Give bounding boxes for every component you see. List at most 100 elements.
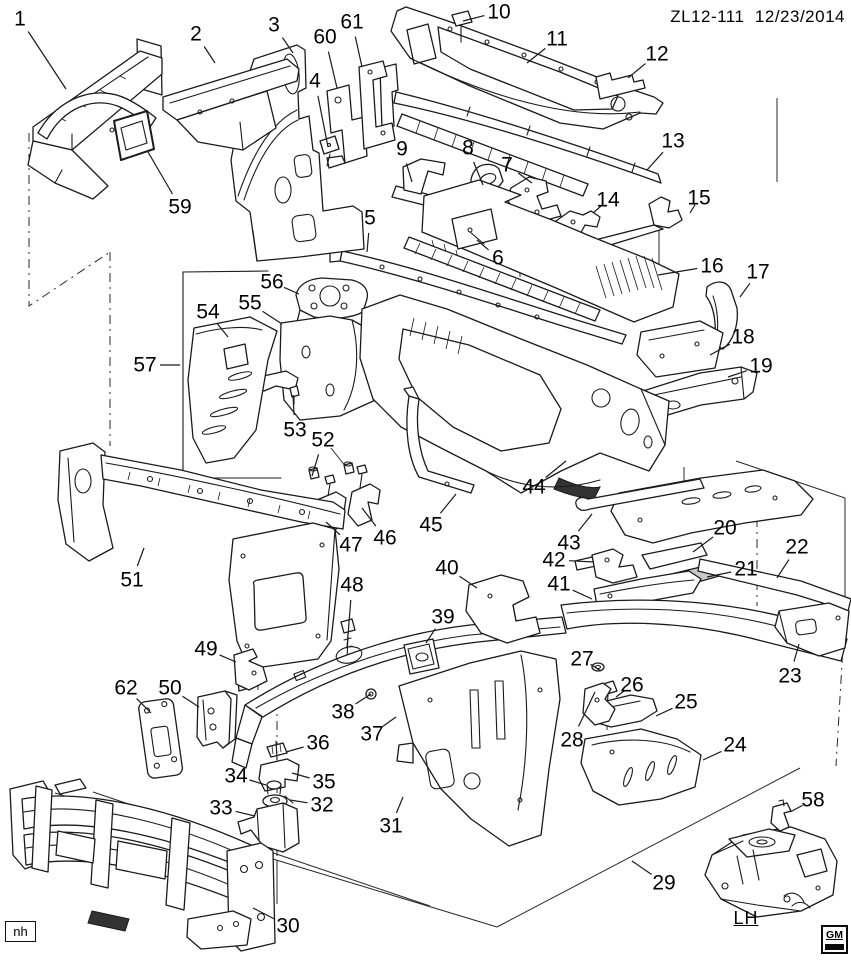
page-header: ZL12-111 12/23/2014 <box>0 7 845 27</box>
revision-tag: nh <box>13 924 28 939</box>
callout-47: 47 <box>325 521 363 557</box>
svg-text:22: 22 <box>785 536 808 559</box>
svg-text:18: 18 <box>731 326 754 349</box>
svg-text:35: 35 <box>312 771 335 794</box>
svg-text:12: 12 <box>645 43 668 66</box>
svg-text:48: 48 <box>340 574 363 597</box>
part-upper-rail-assembly-1 <box>27 38 163 200</box>
part-plenum-panel-16 <box>403 179 680 323</box>
part-bracket-12 <box>595 72 646 100</box>
callout-51: 51 <box>120 547 145 592</box>
svg-text:21: 21 <box>734 558 757 581</box>
part-fastener-stack-32-36 <box>237 740 300 853</box>
part-radiator-support-51 <box>57 442 346 670</box>
callout-29: 29 <box>631 860 676 895</box>
part-seal-strip-5 <box>329 250 627 345</box>
part-bracket-42 <box>574 548 638 584</box>
callout-60: 60 <box>313 26 338 89</box>
callout-36: 36 <box>285 732 330 755</box>
callout-52: 52 <box>311 429 335 477</box>
part-bracket-60 <box>326 84 368 169</box>
svg-text:3: 3 <box>268 14 280 37</box>
callout-39: 39 <box>425 606 455 644</box>
part-bracket-15 <box>594 196 683 250</box>
svg-text:37: 37 <box>360 723 383 746</box>
svg-text:54: 54 <box>196 301 220 324</box>
doc-date-spacer <box>744 7 754 26</box>
callout-14: 14 <box>592 189 620 214</box>
part-cowl-top-panel-11 <box>390 6 664 130</box>
doc-date: 12/23/2014 <box>754 7 845 26</box>
svg-text:28: 28 <box>560 729 583 752</box>
callout-55: 55 <box>238 292 283 325</box>
callout-8: 8 <box>462 137 484 186</box>
svg-text:8: 8 <box>462 137 474 160</box>
callout-50: 50 <box>158 677 200 708</box>
part-clip-4 <box>319 135 340 167</box>
callout-22: 22 <box>776 536 809 579</box>
svg-text:44: 44 <box>522 476 546 499</box>
callout-17: 17 <box>739 261 770 298</box>
svg-text:32: 32 <box>310 794 333 817</box>
part-panel-18 <box>636 320 724 378</box>
callout-62: 62 <box>114 677 152 714</box>
doc-code: ZL12-111 <box>670 7 745 26</box>
callout-61: 61 <box>340 11 364 68</box>
part-bracket-40 <box>465 574 541 644</box>
callout-9: 9 <box>396 138 413 183</box>
callout-20: 20 <box>692 517 737 553</box>
callout-40: 40 <box>435 557 478 589</box>
svg-text:19: 19 <box>749 355 772 378</box>
callout-45: 45 <box>419 493 457 537</box>
svg-text:24: 24 <box>723 734 747 757</box>
callout-23: 23 <box>778 643 802 688</box>
svg-text:2: 2 <box>190 23 202 46</box>
svg-text:7: 7 <box>501 154 513 177</box>
callout-37: 37 <box>360 716 397 746</box>
part-bracket-49 <box>233 648 268 692</box>
part-bracket-50 <box>196 690 238 749</box>
svg-text:33: 33 <box>209 797 232 820</box>
svg-text:11: 11 <box>546 28 568 51</box>
svg-text:17: 17 <box>746 261 769 284</box>
svg-text:1: 1 <box>14 8 26 31</box>
part-sill-rail-22 <box>560 558 851 662</box>
part-clip-10 <box>451 10 473 43</box>
callout-6: 6 <box>476 239 504 270</box>
svg-text:23: 23 <box>778 665 801 688</box>
svg-text:56: 56 <box>260 271 283 294</box>
svg-text:38: 38 <box>331 701 354 724</box>
part-bracket-46 <box>347 464 381 527</box>
group-bracket-57 <box>182 270 282 479</box>
callout-33: 33 <box>209 797 256 820</box>
svg-text:49: 49 <box>194 638 217 661</box>
svg-text:39: 39 <box>431 606 454 629</box>
callout-3: 3 <box>268 14 294 54</box>
svg-text:57: 57 <box>133 354 156 377</box>
svg-text:50: 50 <box>158 677 181 700</box>
svg-text:34: 34 <box>224 765 248 788</box>
svg-text:41: 41 <box>547 573 570 596</box>
gm-logo-band <box>825 944 844 950</box>
callout-7: 7 <box>501 154 533 184</box>
orientation-label: LH <box>733 908 759 928</box>
callout-31: 31 <box>379 796 404 838</box>
svg-text:46: 46 <box>373 527 396 550</box>
svg-text:14: 14 <box>596 189 620 212</box>
callout-16: 16 <box>657 255 724 278</box>
part-rail-43 <box>575 469 814 544</box>
svg-text:15: 15 <box>687 187 710 210</box>
part-bracket-58 <box>770 799 792 832</box>
callout-21: 21 <box>706 558 758 581</box>
svg-text:16: 16 <box>700 255 723 278</box>
callout-4: 4 <box>309 70 329 148</box>
part-splash-shield-54 <box>187 316 278 464</box>
callout-53: 53 <box>283 394 307 442</box>
svg-text:51: 51 <box>120 569 143 592</box>
callout-19: 19 <box>727 355 773 378</box>
callout-58: 58 <box>789 789 825 813</box>
callout-26: 26 <box>615 674 644 698</box>
part-end-bracket-23 <box>774 602 850 657</box>
callout-42: 42 <box>542 549 595 572</box>
